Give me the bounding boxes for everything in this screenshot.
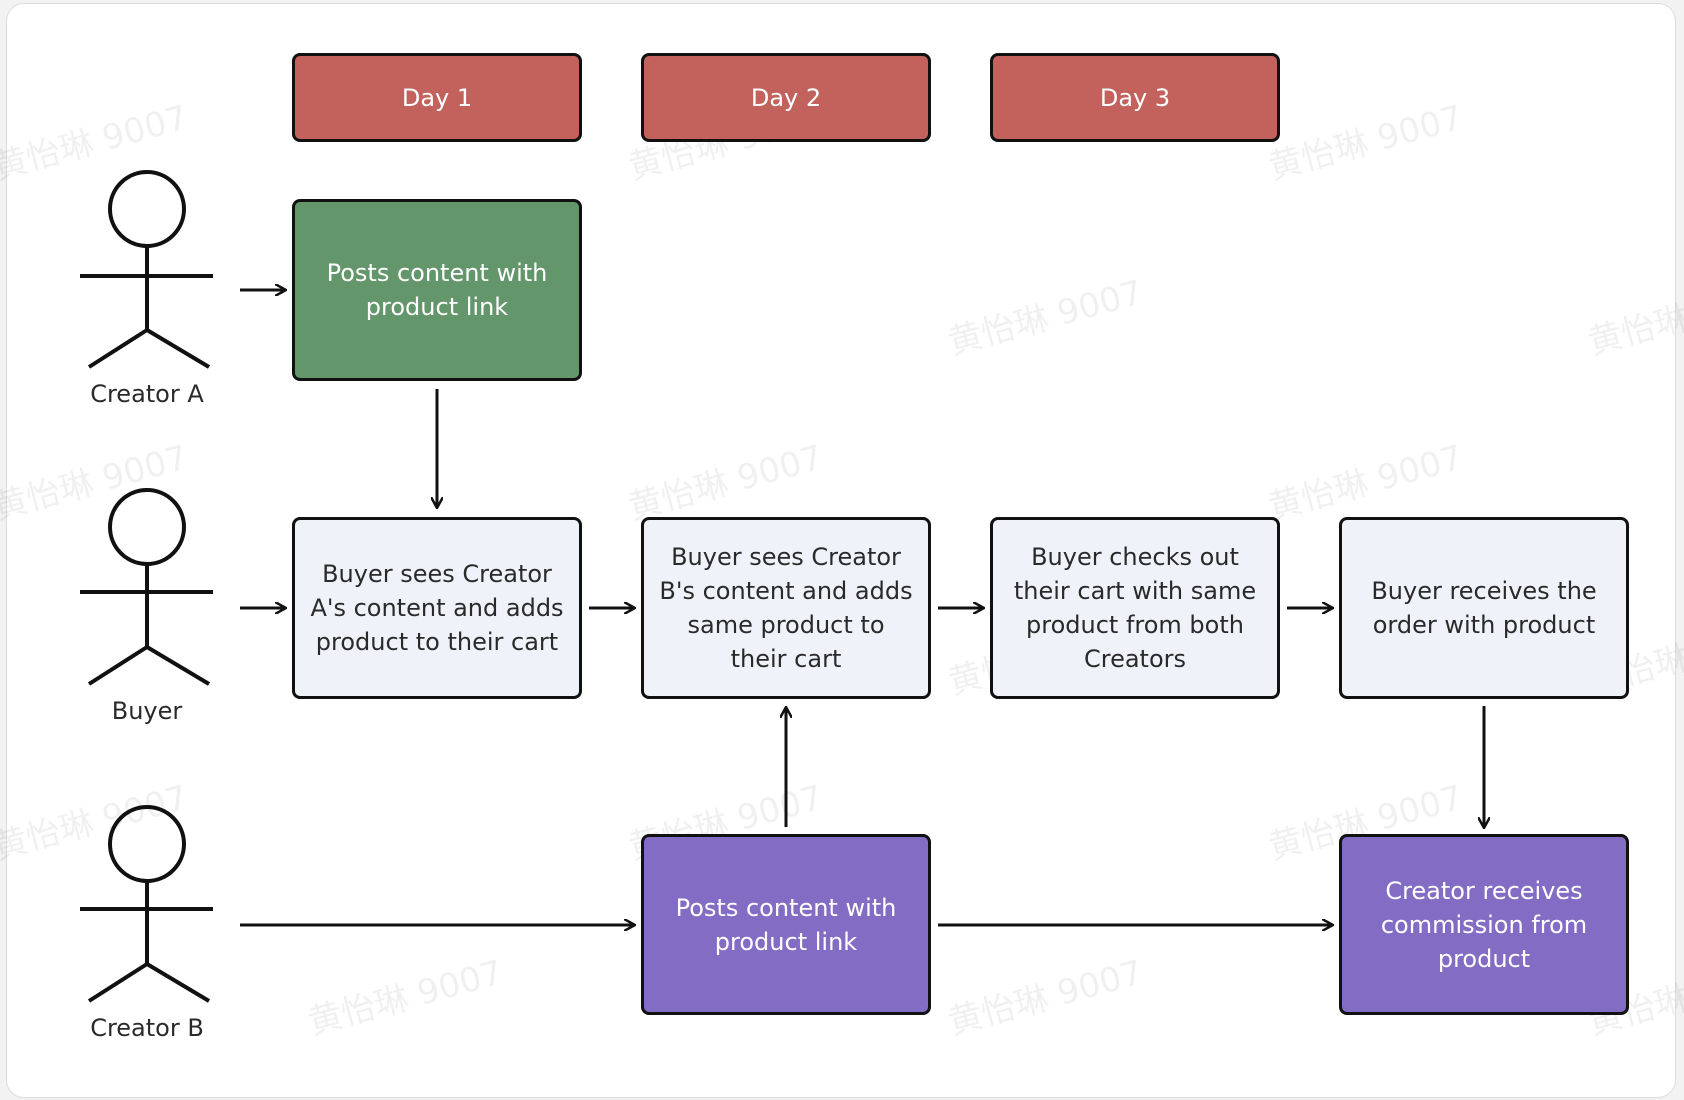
step-creator-a-posts: Posts content with product link — [292, 199, 582, 381]
step-buyer-sees-creator-b: Buyer sees Creator B's content and adds … — [641, 517, 931, 699]
day-2-header: Day 2 — [641, 53, 931, 142]
step-creator-a-posts-text: Posts content with product link — [326, 259, 548, 321]
step-creator-receives-commission: Creator receives commission from product — [1339, 834, 1629, 1015]
step-buyer-sees-creator-a-text: Buyer sees Creator A's content and adds … — [310, 560, 564, 656]
creator-b-figure-icon — [80, 805, 213, 1003]
step-buyer-receives: Buyer receives the order with product — [1339, 517, 1629, 699]
day-1-header: Day 1 — [292, 53, 582, 142]
day-2-label: Day 2 — [750, 83, 822, 112]
step-creator-receives-commission-text: Creator receives commission from product — [1380, 876, 1588, 973]
step-buyer-checkout-text: Buyer checks out their cart with same pr… — [1013, 543, 1257, 673]
day-3-header: Day 3 — [990, 53, 1280, 142]
step-buyer-receives-text: Buyer receives the order with product — [1371, 577, 1597, 639]
actor-label-creator-b: Creator B — [90, 1014, 204, 1042]
step-buyer-sees-creator-a: Buyer sees Creator A's content and adds … — [292, 517, 582, 699]
step-creator-b-posts-text: Posts content with product link — [675, 893, 897, 956]
step-buyer-sees-creator-b-text: Buyer sees Creator B's content and adds … — [659, 543, 913, 673]
actor-label-buyer: Buyer — [111, 697, 183, 725]
day-3-label: Day 3 — [1099, 83, 1171, 112]
day-1-label: Day 1 — [401, 83, 473, 112]
buyer-figure-icon — [80, 488, 213, 686]
actor-label-creator-a: Creator A — [90, 380, 204, 408]
step-creator-b-posts: Posts content with product link — [641, 834, 931, 1015]
creator-a-figure-icon — [80, 170, 213, 369]
step-buyer-checkout: Buyer checks out their cart with same pr… — [990, 517, 1280, 699]
